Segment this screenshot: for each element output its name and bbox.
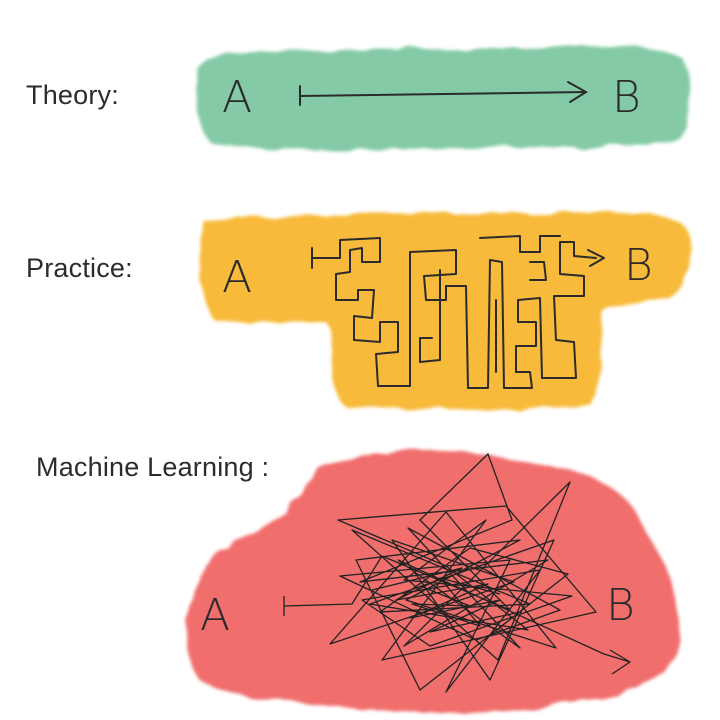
practice-label: Practice: bbox=[26, 253, 133, 283]
theory-panel: A B bbox=[195, 46, 691, 150]
practice-end-letter: B bbox=[624, 240, 653, 291]
practice-start-letter: A bbox=[222, 252, 252, 303]
ml-start-letter: A bbox=[200, 590, 230, 641]
ml-panel: A B bbox=[185, 449, 680, 714]
practice-maze-path bbox=[311, 235, 605, 389]
theory-watercolor-blob bbox=[195, 46, 691, 150]
ml-end-letter: B bbox=[606, 580, 635, 631]
practice-panel: A B bbox=[199, 211, 691, 410]
theory-arrow bbox=[299, 81, 588, 106]
practice-watercolor-blob bbox=[199, 211, 691, 410]
theory-label: Theory: bbox=[26, 80, 119, 110]
machine-learning-label: Machine Learning : bbox=[36, 452, 270, 482]
theory-end-letter: B bbox=[612, 72, 641, 123]
ml-scribble-path bbox=[283, 453, 631, 693]
theory-start-letter: A bbox=[222, 72, 252, 123]
